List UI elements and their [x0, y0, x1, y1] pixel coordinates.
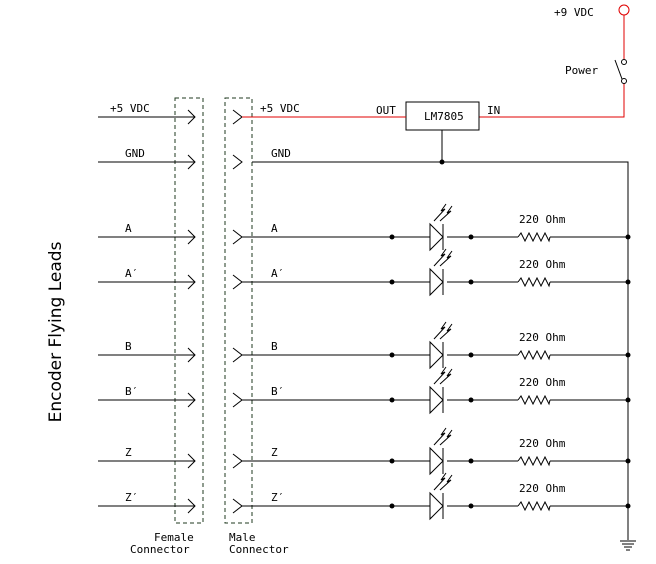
- led-icon: [429, 321, 453, 370]
- female-pin-icon: [187, 392, 196, 408]
- channel-label-right: B′: [271, 385, 284, 398]
- resistor-icon: [517, 276, 551, 288]
- junction: [468, 279, 474, 285]
- junction: [389, 352, 395, 358]
- regulator-label: LM7805: [424, 110, 464, 123]
- junction: [625, 352, 631, 358]
- female-connector: [174, 97, 204, 524]
- male-label-2: Connector: [229, 543, 289, 556]
- junction: [625, 234, 631, 240]
- rail-0: +5 VDC +5 VDC: [98, 102, 406, 125]
- resistor-label: 220 Ohm: [519, 213, 566, 226]
- regulator-in: IN: [487, 104, 500, 117]
- led-icon: [429, 366, 453, 415]
- channel-label-left: Z: [125, 446, 132, 459]
- male-pin-icon: [232, 274, 243, 290]
- junction: [468, 397, 474, 403]
- channel-label-left: Z′: [125, 491, 138, 504]
- led-icon: [429, 203, 453, 252]
- resistor-icon: [517, 231, 551, 243]
- rail-label-left: GND: [125, 147, 145, 160]
- resistor-label: 220 Ohm: [519, 331, 566, 344]
- male-pin-icon: [232, 347, 243, 363]
- male-pin-icon: [232, 154, 243, 170]
- junction: [389, 397, 395, 403]
- ground-bus: [252, 161, 629, 540]
- female-pin-icon: [187, 453, 196, 469]
- channel-label-left: B′: [125, 385, 138, 398]
- led-icon: [429, 427, 453, 476]
- channel-row: Z′ Z′ 220 Ohm: [98, 472, 631, 521]
- resistor-label: 220 Ohm: [519, 376, 566, 389]
- female-pin-icon: [187, 498, 196, 514]
- junction: [468, 234, 474, 240]
- junction: [389, 279, 395, 285]
- female-label-2: Connector: [130, 543, 190, 556]
- channel-label-right: B: [271, 340, 278, 353]
- led-icon: [429, 472, 453, 521]
- female-pin-icon: [187, 154, 196, 170]
- resistor-icon: [517, 394, 551, 406]
- channel-label-right: A′: [271, 267, 284, 280]
- channel-label-left: B: [125, 340, 132, 353]
- junction: [389, 503, 395, 509]
- supply-label: +9 VDC: [554, 6, 594, 19]
- rail-label-left: +5 VDC: [110, 102, 150, 115]
- channel-row: Z Z 220 Ohm: [98, 427, 631, 476]
- channel-label-right: A: [271, 222, 278, 235]
- junction: [625, 458, 631, 464]
- male-pin-icon: [232, 109, 243, 125]
- resistor-label: 220 Ohm: [519, 258, 566, 271]
- rail-1: GND GND: [98, 147, 291, 170]
- supply-wire: [479, 15, 625, 118]
- female-pin-icon: [187, 229, 196, 245]
- channel-row: B′ B′ 220 Ohm: [98, 366, 631, 415]
- resistor-icon: [517, 349, 551, 361]
- channel-label-left: A: [125, 222, 132, 235]
- resistor-label: 220 Ohm: [519, 437, 566, 450]
- junction: [468, 458, 474, 464]
- male-connector: [224, 97, 253, 524]
- male-pin-icon: [232, 229, 243, 245]
- channel-label-left: A′: [125, 267, 138, 280]
- channel-label-right: Z′: [271, 491, 284, 504]
- ground-icon: [620, 540, 636, 551]
- female-label-1: Female: [154, 531, 194, 544]
- channel-label-right: Z: [271, 446, 278, 459]
- channel-row: A′ A′ 220 Ohm: [98, 248, 631, 297]
- male-label-1: Male: [229, 531, 256, 544]
- resistor-icon: [517, 455, 551, 467]
- resistor-icon: [517, 500, 551, 512]
- junction: [468, 503, 474, 509]
- regulator: [405, 101, 480, 131]
- supply-terminal: [618, 4, 630, 16]
- junction: [625, 397, 631, 403]
- junction: [389, 234, 395, 240]
- male-pin-icon: [232, 453, 243, 469]
- resistor-label: 220 Ohm: [519, 482, 566, 495]
- male-pin-icon: [232, 392, 243, 408]
- female-pin-icon: [187, 347, 196, 363]
- regulator-out: OUT: [376, 104, 396, 117]
- rail-label-right: GND: [271, 147, 291, 160]
- encoder-title: Encoder Flying Leads: [46, 241, 66, 422]
- power-switch: [614, 59, 627, 84]
- female-pin-icon: [187, 274, 196, 290]
- junction: [468, 352, 474, 358]
- led-icon: [429, 248, 453, 297]
- male-pin-icon: [232, 498, 243, 514]
- female-pin-icon: [187, 109, 196, 125]
- junction: [625, 279, 631, 285]
- channel-row: B B 220 Ohm: [98, 321, 631, 370]
- switch-label: Power: [565, 64, 598, 77]
- channel-row: A A 220 Ohm: [98, 203, 631, 252]
- junction: [625, 503, 631, 509]
- junction: [389, 458, 395, 464]
- rail-label-right: +5 VDC: [260, 102, 300, 115]
